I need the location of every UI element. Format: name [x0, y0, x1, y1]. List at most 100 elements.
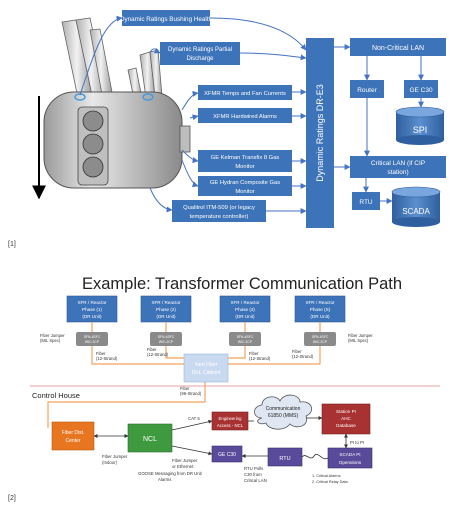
svg-text:C30 from: C30 from [244, 472, 262, 477]
svg-text:2. Critical Relay Data: 2. Critical Relay Data [312, 480, 349, 484]
figure-1: Dynamic Ratings Bushing Health Dynamic R… [8, 10, 446, 248]
control-house-links [93, 416, 348, 460]
svg-text:RTU: RTU [279, 456, 290, 462]
ge-c30-box-2: GE C30 [211, 445, 243, 463]
svg-text:SFN-4SFC: SFN-4SFC [312, 335, 329, 339]
bushing-health-box: Dynamic Ratings Bushing Health [120, 10, 213, 26]
svg-text:Engineering: Engineering [219, 416, 243, 421]
svg-text:AHC: AHC [341, 416, 351, 421]
rtu-box: RTU [352, 192, 380, 210]
svg-text:XFR / Reactor: XFR / Reactor [230, 300, 260, 305]
svg-text:Phase (2): Phase (2) [156, 307, 176, 312]
svg-text:XFR / Reactor: XFR / Reactor [305, 300, 335, 305]
phase-box-s: XFR / Reactor Phase (S) (DR Unit) SFN-4S… [294, 295, 346, 346]
svg-text:Dynamic Ratings DR-E3: Dynamic Ratings DR-E3 [315, 84, 325, 182]
svg-text:XFMR Hardwired Alarms: XFMR Hardwired Alarms [213, 114, 277, 120]
svg-text:Access - NCL: Access - NCL [217, 423, 244, 428]
phase-box-1: XFR / Reactor Phase (1) (DR Unit) SFN-4S… [66, 295, 118, 346]
communication-cloud: Communication 61850 (MMS) [254, 394, 313, 430]
svg-text:WIC-2CP: WIC-2CP [159, 340, 174, 344]
control-house-label: Control House [32, 391, 80, 400]
svg-text:GE Kelman Transfix 8 Gas: GE Kelman Transfix 8 Gas [211, 155, 280, 161]
phase-wic-links [91, 322, 321, 332]
partial-discharge-box: Dynamic Ratings Partial Discharge [160, 42, 240, 65]
svg-text:(DR Unit): (DR Unit) [156, 314, 176, 319]
hydran-box: GE Hydran Composite Gas Monitor [198, 176, 292, 196]
svg-text:PI to PI: PI to PI [350, 440, 364, 445]
svg-text:(12-Strand): (12-Strand) [147, 352, 169, 357]
svg-text:1. Critical Alarms: 1. Critical Alarms [312, 474, 341, 478]
ncl-box: NCL [127, 423, 173, 453]
phase-box-3: XFR / Reactor Phase (3) (DR Unit) SFN-4S… [219, 295, 271, 346]
fiber-dist-center: Fiber Dist. Center [51, 421, 95, 451]
figure-1-ref: [1] [8, 241, 16, 248]
rtu-box-2: RTU [267, 447, 303, 467]
svg-text:Router: Router [357, 87, 377, 94]
phase-box-2: XFR / Reactor Phase (2) (DR Unit) SFN-4S… [140, 295, 192, 346]
figure-2-title: Example: Transformer Communication Path [82, 275, 402, 293]
svg-text:(MIL Spec): (MIL Spec) [348, 338, 369, 343]
critical-lan-box: Critical LAN (if CIP station) [350, 156, 446, 178]
svg-text:Monitor: Monitor [235, 189, 254, 195]
svg-text:Dist. Cabinet: Dist. Cabinet [192, 370, 221, 376]
svg-text:XFR / Reactor: XFR / Reactor [77, 300, 107, 305]
xfmr-alarms-box: XFMR Hardwired Alarms [198, 108, 292, 123]
sensor-connectors [79, 15, 307, 214]
svg-text:Critical LAN: Critical LAN [244, 478, 267, 483]
svg-text:(DR Unit): (DR Unit) [235, 314, 255, 319]
station-pi-box: Station PI AHC Database [321, 403, 371, 435]
svg-text:(12-Strand): (12-Strand) [249, 356, 271, 361]
svg-text:Phase (3): Phase (3) [235, 307, 255, 312]
svg-text:Dynamic Ratings Bushing Health: Dynamic Ratings Bushing Health [120, 16, 213, 23]
svg-text:Communication: Communication [266, 406, 301, 412]
svg-text:GE C30: GE C30 [218, 452, 236, 458]
svg-text:RTU Polls: RTU Polls [244, 466, 263, 471]
svg-text:SPI: SPI [413, 125, 428, 135]
svg-text:(MIL Spec): (MIL Spec) [40, 338, 61, 343]
scada-database: SCADA [391, 186, 441, 227]
svg-text:Alarms: Alarms [158, 477, 171, 482]
svg-text:(96-Strand): (96-Strand) [180, 391, 202, 396]
svg-text:Qualitrol ITM-509 (or legacy: Qualitrol ITM-509 (or legacy [183, 205, 255, 211]
kelman-box: GE Kelman Transfix 8 Gas Monitor [198, 150, 292, 172]
svg-text:NCL: NCL [143, 436, 157, 443]
svg-text:Center: Center [65, 438, 80, 444]
svg-text:GOOSE Messaging from DR Unit: GOOSE Messaging from DR Unit [138, 471, 203, 476]
svg-text:(DR Unit): (DR Unit) [82, 314, 102, 319]
qualitrol-box: Qualitrol ITM-509 (or legacy temperature… [172, 200, 266, 222]
figure-2: Example: Transformer Communication Path … [8, 275, 440, 502]
svg-text:Database: Database [336, 423, 356, 428]
svg-text:Fiber: Fiber [249, 351, 259, 356]
svg-text:CAT 5: CAT 5 [188, 416, 200, 421]
svg-text:XFR / Reactor: XFR / Reactor [151, 300, 181, 305]
svg-text:station): station) [387, 169, 408, 176]
svg-text:Fiber: Fiber [147, 347, 157, 352]
svg-text:XFMR Temps and Fan Currents: XFMR Temps and Fan Currents [204, 91, 286, 97]
svg-text:Fiber Dist.: Fiber Dist. [62, 430, 85, 436]
spi-database: SPI [395, 106, 445, 145]
svg-text:temperature controller): temperature controller) [190, 214, 249, 220]
svg-text:Dynamic Ratings Partial: Dynamic Ratings Partial [168, 47, 232, 53]
svg-text:(DR Unit): (DR Unit) [310, 314, 330, 319]
network-connectors [334, 44, 424, 204]
svg-text:RTU: RTU [359, 199, 373, 206]
svg-text:Critical LAN (if CIP: Critical LAN (if CIP [371, 160, 425, 167]
svg-text:Monitor: Monitor [235, 164, 254, 170]
svg-text:Station PI: Station PI [336, 409, 356, 414]
svg-text:WIC-2CP: WIC-2CP [313, 340, 328, 344]
svg-text:Phase (S): Phase (S) [310, 307, 331, 312]
svg-text:WIC-2CP: WIC-2CP [238, 340, 253, 344]
svg-text:Fiber Jumper: Fiber Jumper [40, 333, 65, 338]
xfmr-temps-box: XFMR Temps and Fan Currents [198, 85, 292, 100]
svg-text:Fiber: Fiber [292, 349, 302, 354]
svg-text:WIC-2CP: WIC-2CP [85, 340, 100, 344]
svg-text:Phase (1): Phase (1) [82, 307, 102, 312]
svg-text:SFN-4SFC: SFN-4SFC [237, 335, 254, 339]
svg-text:Yard Fiber: Yard Fiber [195, 362, 218, 368]
dr-e3-box: Dynamic Ratings DR-E3 [306, 38, 334, 228]
svg-text:Fiber Jumper: Fiber Jumper [172, 458, 198, 463]
router-box: Router [350, 80, 384, 98]
svg-text:(Indoor): (Indoor) [102, 460, 118, 465]
fiber-runs [47, 346, 321, 428]
